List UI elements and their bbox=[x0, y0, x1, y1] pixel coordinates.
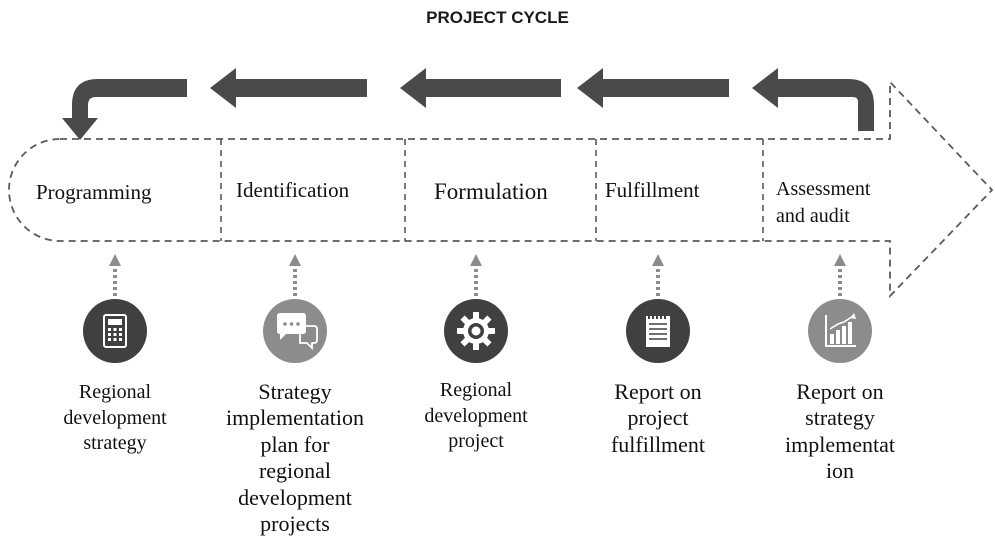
stage-label-fulfillment: Fulfillment bbox=[605, 178, 700, 202]
flow-arrow bbox=[577, 68, 729, 108]
doc-line: Report on bbox=[796, 379, 884, 404]
doc-line: development bbox=[63, 406, 167, 429]
stage-label-programming: Programming bbox=[36, 180, 152, 204]
doc-line: strategy bbox=[83, 432, 147, 455]
doc-line: projects bbox=[260, 510, 330, 536]
doc-line: Regional bbox=[78, 381, 152, 403]
stage-label-line: and audit bbox=[776, 205, 850, 227]
doc-line: Report on bbox=[614, 379, 702, 404]
flow-arrow-curved-start bbox=[752, 68, 874, 131]
notepad-icon bbox=[626, 299, 690, 363]
doc-line: development bbox=[424, 404, 528, 427]
stage-label-identification: Identification bbox=[236, 178, 350, 202]
bar-chart-icon bbox=[808, 299, 872, 363]
document-regional-development-project: Regional development project bbox=[391, 378, 561, 455]
connector-arrowhead bbox=[834, 254, 846, 266]
flow-arrow bbox=[210, 68, 367, 108]
doc-line: regional bbox=[258, 458, 332, 484]
connector-arrowhead bbox=[109, 254, 121, 266]
stage-label-line: Assessment bbox=[776, 178, 871, 200]
stage-label-assessment: Assessment and audit bbox=[776, 176, 870, 230]
process-arrow-outline bbox=[8, 79, 994, 299]
document-strategy-implementation-plan: Strategy implementation plan for regiona… bbox=[210, 379, 380, 537]
doc-line: implementation bbox=[225, 405, 365, 431]
doc-line: project bbox=[448, 430, 504, 453]
connector-arrowhead bbox=[652, 254, 664, 266]
doc-line: Regional bbox=[439, 379, 513, 401]
stage-label-formulation: Formulation bbox=[434, 179, 548, 204]
gear-icon bbox=[444, 299, 508, 363]
connectors bbox=[109, 254, 846, 296]
doc-line: project bbox=[627, 405, 689, 431]
doc-line: fulfillment bbox=[610, 431, 706, 457]
chat-bubbles-icon bbox=[263, 299, 327, 363]
document-regional-development-strategy: Regional development strategy bbox=[30, 380, 200, 457]
flow-arrow-curved-end bbox=[62, 79, 187, 140]
calculator-icon bbox=[83, 299, 147, 363]
connector-arrowhead bbox=[289, 254, 301, 266]
connector-arrowhead bbox=[470, 254, 482, 266]
doc-line: ion bbox=[825, 458, 855, 484]
doc-line: implementat bbox=[785, 431, 895, 457]
document-report-on-strategy-implementation: Report on strategy implementat ion bbox=[755, 379, 925, 485]
doc-line: plan for bbox=[260, 431, 330, 457]
top-flow-arrows bbox=[62, 68, 874, 140]
document-report-on-project-fulfillment: Report on project fulfillment bbox=[573, 379, 743, 458]
doc-line: development bbox=[238, 484, 352, 510]
doc-line: Strategy bbox=[258, 379, 332, 404]
diagram-title: PROJECT CYCLE bbox=[426, 8, 569, 27]
doc-line: strategy bbox=[805, 405, 875, 431]
flow-arrow bbox=[400, 68, 561, 108]
